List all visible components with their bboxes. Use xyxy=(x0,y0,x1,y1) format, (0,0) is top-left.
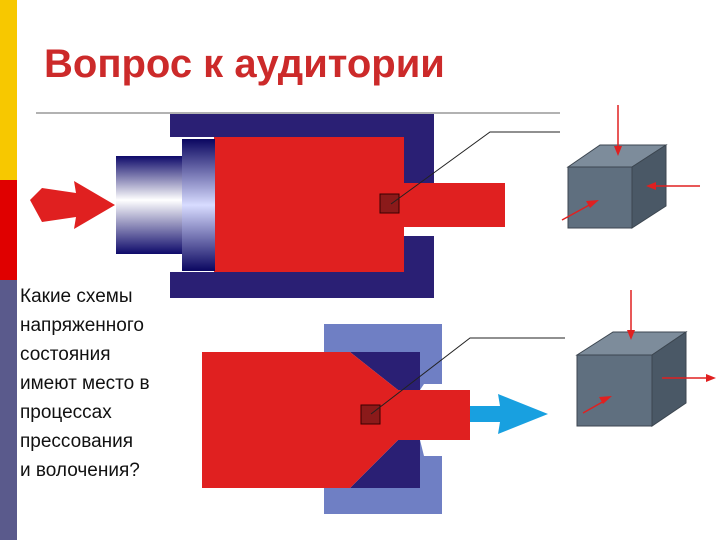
extrusion-leader-line xyxy=(390,131,560,205)
question-line: прессования xyxy=(20,431,134,452)
slide-title: Вопрос к аудитории xyxy=(44,42,445,86)
cube-front-face xyxy=(567,166,633,229)
drawing-element-marker xyxy=(360,404,381,425)
extrusion-product xyxy=(404,183,505,227)
arrow-icon xyxy=(470,394,548,434)
side-bar-yellow xyxy=(0,0,17,180)
extrusion-billet xyxy=(214,137,404,272)
side-bar-red xyxy=(0,180,17,280)
die-lower-inner xyxy=(350,440,420,488)
cube-icon xyxy=(561,105,700,229)
drawing-diagram xyxy=(202,324,565,514)
question-line: имеют место в xyxy=(20,373,150,394)
extrusion-ram-head xyxy=(182,139,215,271)
die-upper-inner xyxy=(350,352,420,390)
extrusion-diagram xyxy=(30,114,560,298)
extrusion-element-marker xyxy=(379,193,400,214)
extrusion-ram xyxy=(116,156,182,254)
question-text: Какие схемы напряженного состояния имеют… xyxy=(20,282,210,485)
question-line: процессах xyxy=(20,402,112,423)
question-line: состояния xyxy=(20,344,111,365)
drawing-leader-line xyxy=(370,337,565,415)
side-bar-purple xyxy=(0,280,17,540)
drawing-workpiece xyxy=(202,352,470,488)
question-line: напряженного xyxy=(20,315,144,336)
cube-icon xyxy=(575,290,716,427)
cube-front-face xyxy=(576,354,653,427)
question-line: Какие схемы xyxy=(20,286,133,307)
arrow-icon xyxy=(30,181,115,229)
question-line: и волочения? xyxy=(20,460,140,481)
